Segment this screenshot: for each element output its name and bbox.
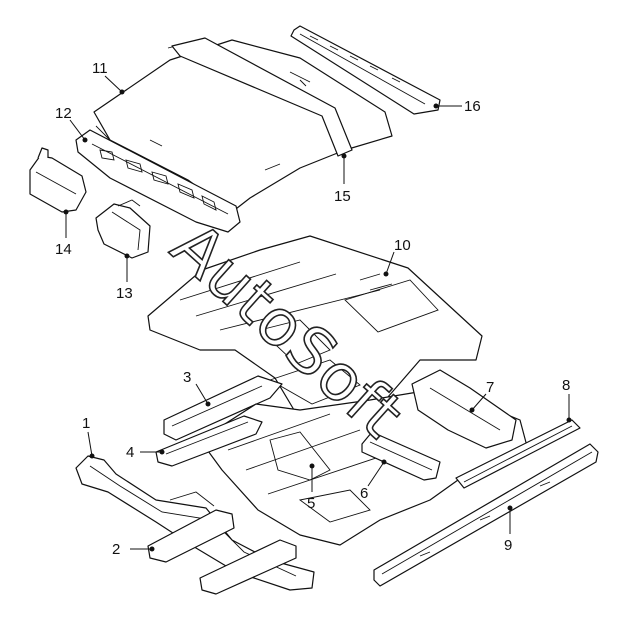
part-9-outer-sill xyxy=(373,443,599,587)
part-7-tunnel-reinforcement xyxy=(411,369,517,449)
callout-15: 15 xyxy=(334,188,351,205)
callout-16: 16 xyxy=(464,98,481,115)
callout-14: 14 xyxy=(55,241,72,258)
callout-7: 7 xyxy=(486,379,494,396)
part-4-crossmember xyxy=(155,415,263,467)
part-10-rear-floor xyxy=(147,235,483,435)
part-15-roof-side-rail xyxy=(171,37,353,157)
part-11-roof-panel xyxy=(93,39,393,213)
part-13-bracket xyxy=(95,199,151,259)
callout-8: 8 xyxy=(562,377,570,394)
part-8-inner-sill xyxy=(455,419,581,489)
part-12-front-header xyxy=(75,129,241,233)
callout-11: 11 xyxy=(92,60,108,77)
part-16-roof-bow-rail xyxy=(290,25,441,115)
callout-1: 1 xyxy=(82,415,90,432)
callout-13: 13 xyxy=(116,285,133,302)
callout-3: 3 xyxy=(183,369,191,386)
part-6-floor-crossmember xyxy=(361,431,441,481)
callout-12: 12 xyxy=(55,105,72,122)
callout-4: 4 xyxy=(126,444,134,461)
part-3-side-member xyxy=(163,375,283,441)
callout-5: 5 xyxy=(307,495,315,512)
callout-labels: 11 12 14 13 15 16 10 3 4 1 2 5 6 7 8 9 xyxy=(55,60,570,558)
callout-10: 10 xyxy=(394,237,411,254)
part-2-crossmember-bar xyxy=(147,509,297,595)
callout-6: 6 xyxy=(360,485,368,502)
callout-leaders xyxy=(63,75,572,552)
part-14-sun-visor xyxy=(29,147,87,213)
callout-9: 9 xyxy=(504,537,512,554)
callout-2: 2 xyxy=(112,541,120,558)
